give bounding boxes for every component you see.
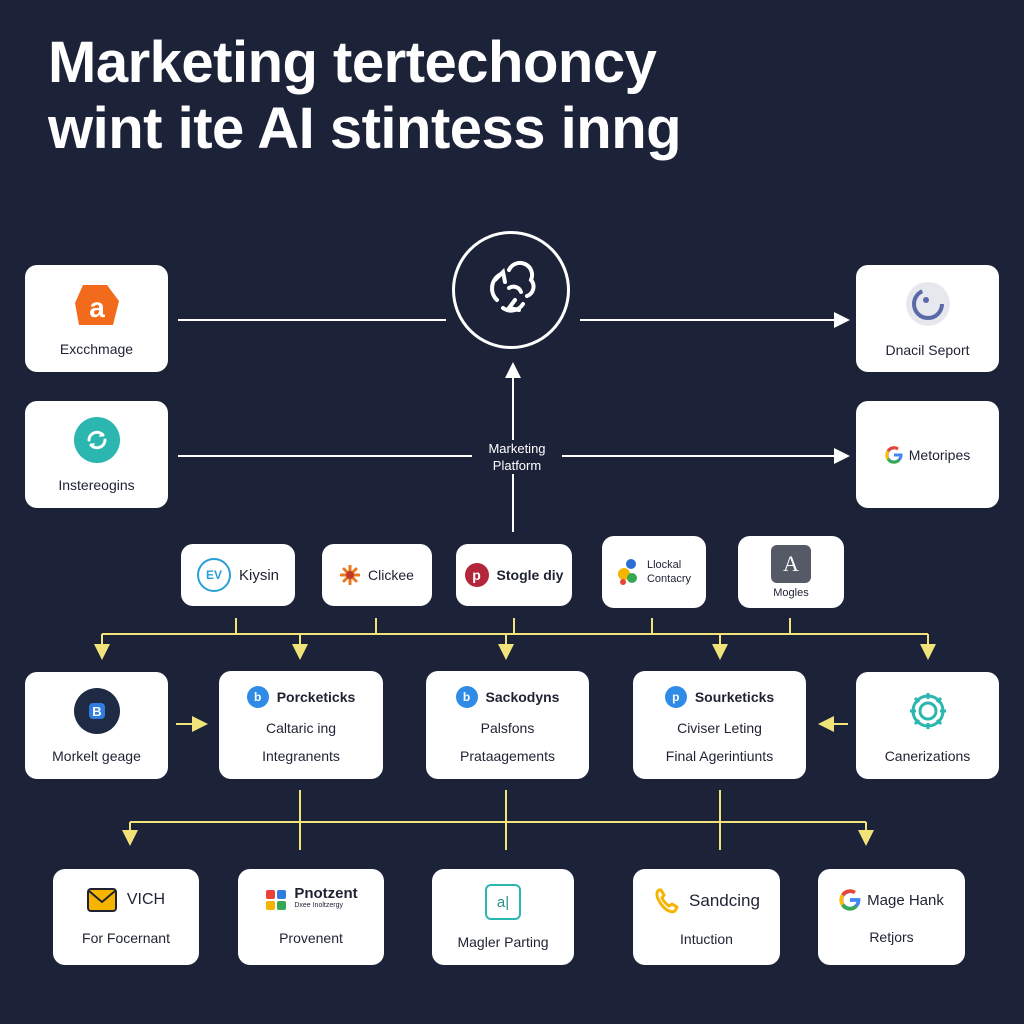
platform-label-line-1: Marketing [488,441,546,456]
card-porcketicks[interactable]: b Porcketicks Caltaric ing Integranents [219,671,383,779]
chip-label: Clickee [368,567,414,583]
google-g-icon [885,445,903,464]
blue-p-badge-icon: p [664,686,687,708]
card-title: Mage Hank [867,891,944,909]
box-line-1: Caltaric ing [265,720,337,736]
card-instereogins[interactable]: Instereogins [25,401,168,508]
chip-label: Mogles [773,587,809,599]
gear-icon [909,692,946,729]
box-line-2: Final Agerintiunts [665,748,774,764]
card-mage-hank[interactable]: Mage Hank Retjors [818,869,965,965]
card-canerizations[interactable]: Canerizations [856,672,999,779]
hub-node[interactable] [452,231,570,349]
svg-text:B: B [92,704,101,719]
card-label: Morkelt geage [52,747,141,764]
card-label: Instereogins [58,476,135,493]
box-line-2: Prataagements [460,748,555,764]
card-magler-parting[interactable]: a| Magler Parting [432,869,574,965]
a-logo-icon: a [74,284,119,325]
card-morkelt-geage[interactable]: B Morkelt geage [25,672,168,779]
chip-clickee[interactable]: Clickee [322,544,432,606]
chip-label: Stogle diy [496,567,564,583]
blue-b-badge-icon: b [455,686,478,708]
card-sackodyns[interactable]: b Sackodyns Palsfons Prataagements [426,671,589,779]
card-label: For Focernant [82,930,170,946]
box-line-1: Palsfons [480,720,535,736]
box-line-2: Integranents [262,748,340,764]
orange-burst-icon [340,565,361,585]
title-line-2: wint ite AI stintess inng [48,96,682,161]
chip-llockal-contacry[interactable]: Llockal Contacry [602,536,706,608]
box-header: Sourketicks [694,689,775,705]
doc-al-icon: a| [485,884,521,920]
card-title: VICH [126,891,166,908]
chip-stogle-diy[interactable]: p Stogle diy [456,544,572,606]
chip-label-line-1: Llockal [646,559,682,571]
pinwheel-icon [266,890,287,910]
card-label: Retjors [869,929,914,945]
yellow-phone-icon [655,888,679,914]
sync-arrows-icon [490,260,536,313]
card-title: Pnotzent [294,885,358,902]
card-subtitle: Dxee Inoltzergy [294,902,343,909]
box-header: Sackodyns [485,689,560,705]
envelope-icon [86,888,117,912]
box-line-1: Civiser Leting [677,720,762,736]
blue-b-icon: B [73,687,120,734]
platform-label: Marketing Platform [472,440,562,474]
card-dnacil-seport[interactable]: Dnacil Seport [856,265,999,372]
card-pnotzent[interactable]: Pnotzent Dxee Inoltzergy Provenent [238,869,384,965]
ev-logo-icon: EV [196,558,231,592]
red-p-icon: p [464,563,489,587]
chip-kiysin[interactable]: EV Kiysin [181,544,295,606]
card-metoripes[interactable]: Metoripes [856,401,999,508]
chip-label: Kiysin [238,566,279,584]
card-label: Metoripes [908,446,971,463]
chip-mogles[interactable]: A Mogles [738,536,844,608]
card-label: Canerizations [884,747,971,764]
card-label: Provenent [279,930,343,946]
chip-label-line-2: Contacry [646,573,692,585]
card-label: Magler Parting [457,934,549,950]
card-title: Sandcing [689,891,760,910]
a-monogram-icon: A [771,545,811,583]
teal-circle-icon [73,416,120,463]
card-sourketicks[interactable]: p Sourketicks Civiser Leting Final Ageri… [633,671,806,779]
card-label: Excchmage [59,340,134,357]
card-sandcing[interactable]: Sandcing Intuction [633,869,780,965]
card-excchmage[interactable]: a Excchmage [25,265,168,372]
card-label: Dnacil Seport [885,341,970,358]
blue-b-badge-icon: b [246,686,269,708]
platform-label-line-2: Platform [492,458,542,473]
title-line-1: Marketing tertechoncy [48,30,657,95]
svg-text:a: a [89,292,105,323]
card-vich[interactable]: VICH For Focernant [53,869,199,965]
gray-ring-icon [905,281,950,326]
card-label: Intuction [680,931,733,947]
google-g-icon [839,889,861,911]
multicolor-logo-icon [617,559,637,585]
box-header: Porcketicks [276,689,356,705]
